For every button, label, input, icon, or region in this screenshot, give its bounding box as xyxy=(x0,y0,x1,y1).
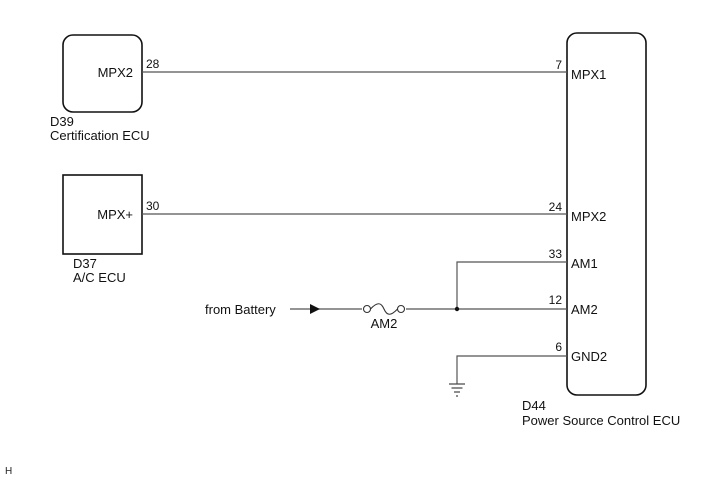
d44-terminal-mpx1: MPX1 xyxy=(571,67,606,82)
fuse-label: AM2 xyxy=(371,316,398,331)
d44-pin-12: 12 xyxy=(549,293,563,307)
footer-mark: H xyxy=(5,466,12,477)
d44-name: Power Source Control ECU xyxy=(522,413,680,428)
d44-terminal-am1: AM1 xyxy=(571,256,598,271)
wire-am1-branch xyxy=(456,261,567,309)
fuse-icon xyxy=(362,303,406,315)
d44-pin-33: 33 xyxy=(549,247,563,261)
d39-box xyxy=(62,34,143,113)
d37-terminal-label: MPX+ xyxy=(97,207,133,222)
d37-box xyxy=(62,174,143,255)
junction-dot xyxy=(454,306,460,312)
d39-pin: 28 xyxy=(146,57,160,71)
ground-icon xyxy=(449,383,465,397)
d44-terminal-mpx2: MPX2 xyxy=(571,209,606,224)
d44-pin-7: 7 xyxy=(555,58,562,72)
d37-code: D37 xyxy=(73,256,97,271)
d39-code: D39 xyxy=(50,114,74,129)
d44-code: D44 xyxy=(522,398,546,413)
d37-name: A/C ECU xyxy=(73,270,126,285)
wire-gnd2-to-ground xyxy=(456,355,567,384)
d44-terminal-gnd2: GND2 xyxy=(571,349,607,364)
component-d44: MPX1 7 MPX2 24 AM1 33 AM2 12 GND2 6 D44 … xyxy=(522,32,680,428)
arrow-right-icon xyxy=(310,304,320,314)
component-d39: MPX2 28 D39 Certification ECU xyxy=(50,34,160,143)
d37-pin: 30 xyxy=(146,199,160,213)
d44-pin-24: 24 xyxy=(549,200,563,214)
d39-name: Certification ECU xyxy=(50,128,150,143)
d44-terminal-am2: AM2 xyxy=(571,302,598,317)
d39-terminal-label: MPX2 xyxy=(98,65,133,80)
power-source-label: from Battery xyxy=(205,302,276,317)
d44-pin-6: 6 xyxy=(555,340,562,354)
component-d37: MPX+ 30 D37 A/C ECU xyxy=(62,174,160,285)
